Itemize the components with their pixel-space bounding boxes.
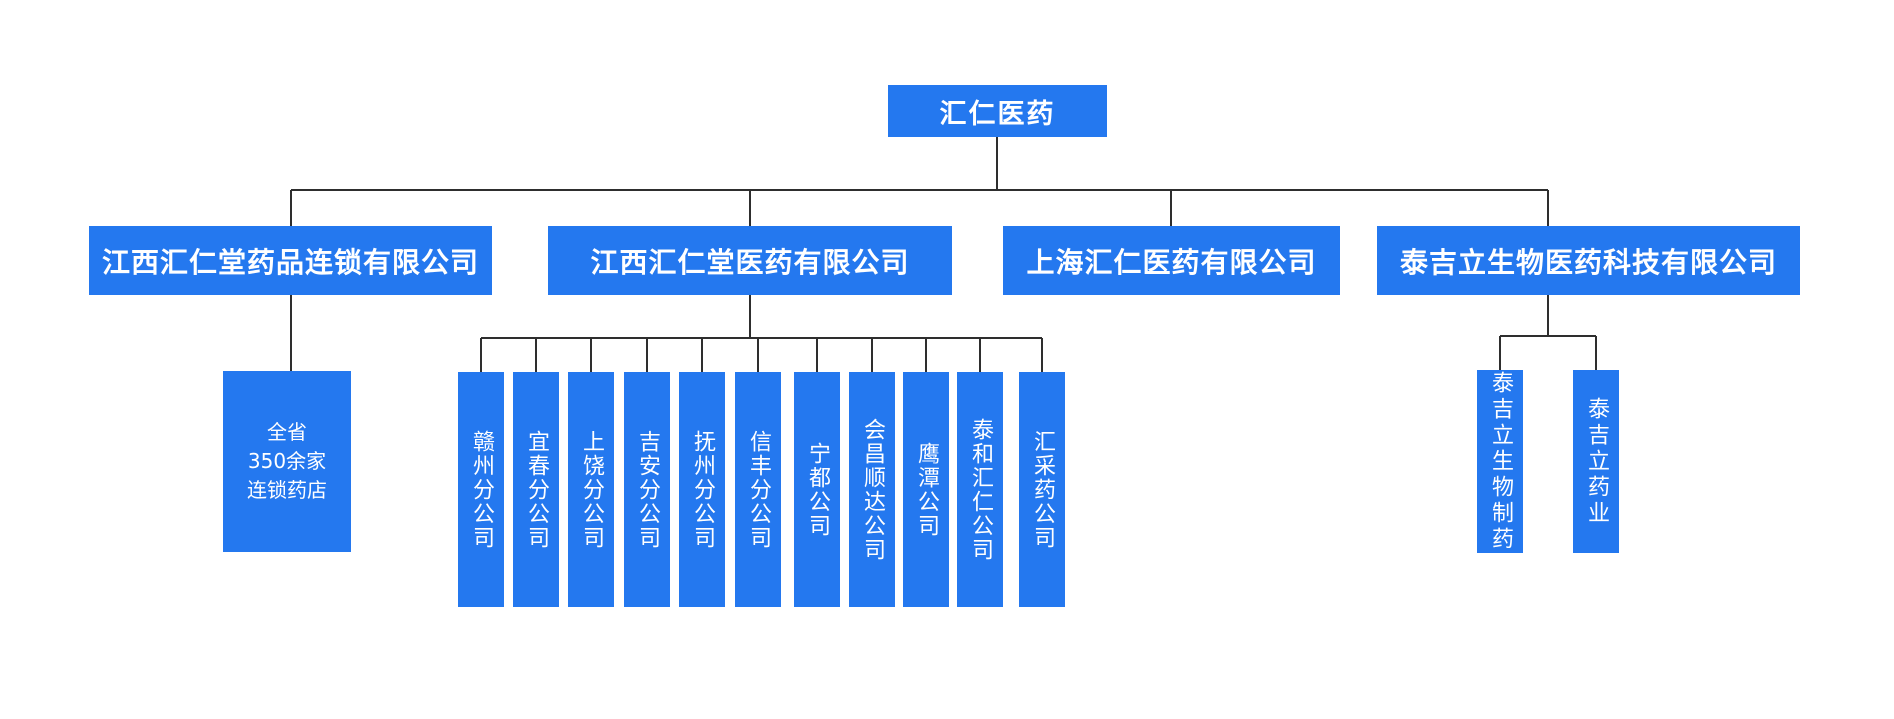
org-node-yingtan-company: 鹰潭公司 bbox=[903, 372, 949, 607]
org-node-ganzhou-branch: 赣州分公司 bbox=[458, 372, 504, 607]
taijili-biopharm-label: 泰吉立生物制药 bbox=[1488, 370, 1513, 553]
org-node-jx-huirentang-drug-chain: 江西汇仁堂药品连锁有限公司 bbox=[89, 226, 492, 295]
ganzhou-branch-label: 赣州分公司 bbox=[469, 429, 494, 550]
org-node-retail-stores: 全省 350余家 连锁药店 bbox=[223, 371, 351, 552]
ningdu-company-label: 宁都公司 bbox=[805, 441, 830, 538]
yingtan-company-label: 鹰潭公司 bbox=[914, 441, 939, 538]
retail-stores-line-3: 连锁药店 bbox=[247, 478, 327, 502]
shangrao-branch-label: 上饶分公司 bbox=[579, 429, 604, 550]
org-node-taijili-biopharm: 泰吉立生物制药 bbox=[1477, 370, 1523, 553]
xinfeng-branch-label: 信丰分公司 bbox=[746, 429, 771, 550]
org-node-ningdu-company: 宁都公司 bbox=[794, 372, 840, 607]
org-node-fuzhou-branch: 抚州分公司 bbox=[679, 372, 725, 607]
org-node-taijili-biomedical-tech: 泰吉立生物医药科技有限公司 bbox=[1377, 226, 1800, 295]
taihe-huiren-company-label: 泰和汇仁公司 bbox=[968, 417, 993, 562]
yichun-branch-label: 宜春分公司 bbox=[524, 429, 549, 550]
org-node-xinfeng-branch: 信丰分公司 bbox=[735, 372, 781, 607]
org-node-jian-branch: 吉安分公司 bbox=[624, 372, 670, 607]
huichang-shunda-company-label: 会昌顺达公司 bbox=[860, 417, 885, 562]
org-node-taijili-pharma: 泰吉立药业 bbox=[1573, 370, 1619, 553]
taijili-pharma-label: 泰吉立药业 bbox=[1584, 396, 1609, 527]
org-node-jx-huirentang-medicine: 江西汇仁堂医药有限公司 bbox=[548, 226, 952, 295]
retail-stores-line-1: 全省 bbox=[267, 420, 307, 444]
fuzhou-branch-label: 抚州分公司 bbox=[690, 429, 715, 550]
org-node-root: 汇仁医药 bbox=[888, 85, 1107, 137]
org-node-shanghai-huiren-medicine: 上海汇仁医药有限公司 bbox=[1003, 226, 1340, 295]
org-node-yichun-branch: 宜春分公司 bbox=[513, 372, 559, 607]
org-node-taihe-huiren-company: 泰和汇仁公司 bbox=[957, 372, 1003, 607]
retail-stores-line-2: 350余家 bbox=[247, 449, 327, 473]
huicaiyao-company-label: 汇采药公司 bbox=[1030, 429, 1055, 550]
org-node-huicaiyao-company: 汇采药公司 bbox=[1019, 372, 1065, 607]
org-node-huichang-shunda-company: 会昌顺达公司 bbox=[849, 372, 895, 607]
jian-branch-label: 吉安分公司 bbox=[635, 429, 660, 550]
org-node-shangrao-branch: 上饶分公司 bbox=[568, 372, 614, 607]
